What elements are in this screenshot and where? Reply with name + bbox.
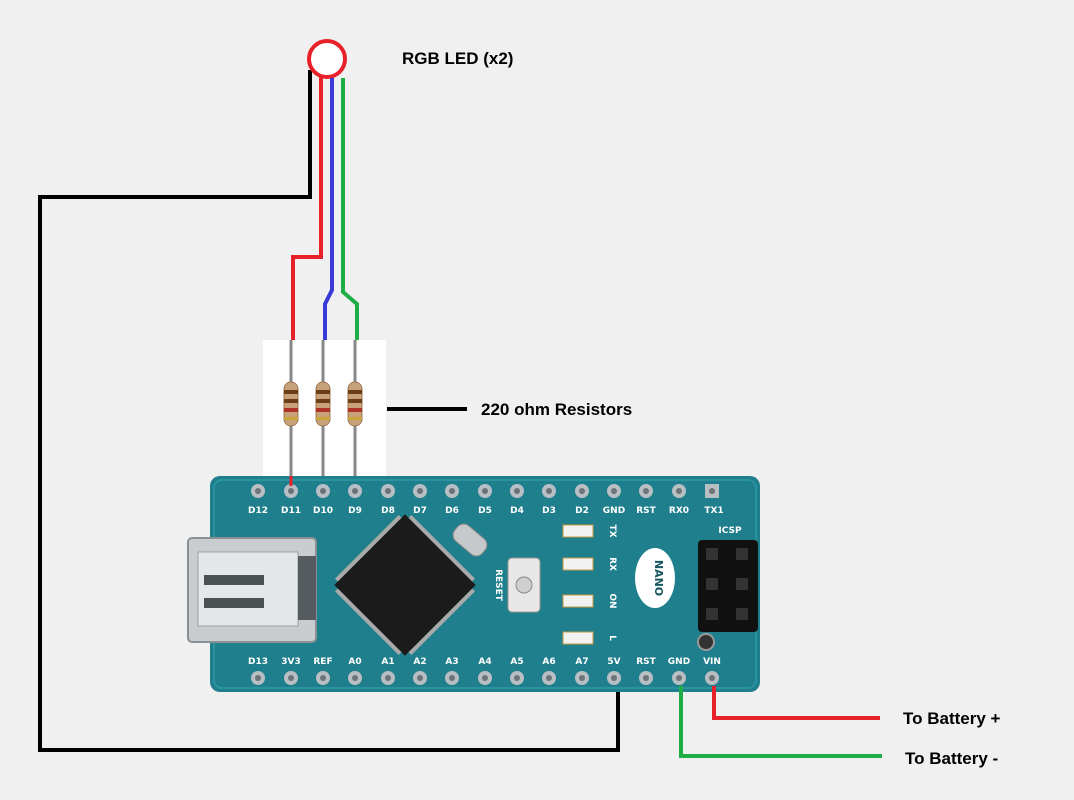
pin-label: D12 [248,506,268,516]
icsp-header [698,540,758,632]
crystal [452,523,488,557]
nano-badge [635,548,675,608]
green-lead [341,78,359,340]
led-label: ON [607,593,617,608]
pin-label: D4 [510,506,524,516]
resistor-array [283,340,363,476]
battery-minus-wire [679,686,882,758]
blue-lead [323,78,334,340]
pin-label: D5 [478,506,492,516]
red-lead [291,77,323,340]
pin-label: D13 [248,657,268,667]
mounting-hole [697,633,715,651]
bottom-pin-holes [251,671,719,685]
pin-label: GND [603,506,625,516]
pin-label: A2 [413,657,426,667]
pin-label: RST [636,657,656,667]
black-wire [38,70,620,752]
pin-label: A1 [381,657,394,667]
pin-label: VIN [703,657,721,667]
pin-label: D9 [348,506,362,516]
top-pin-labels: D12 D11 D10 D9 D8 D7 D6 D5 D4 D3 D2 GND … [248,506,724,516]
resistor-label-text: 220 ohm Resistors [481,400,632,419]
nano-label: NANO [652,560,665,596]
led-label-text: RGB LED (x2) [402,49,513,68]
battery-plus-wire [712,686,880,720]
mcu-chip [334,514,476,656]
pin-label: 5V [607,657,620,667]
battery-plus-label: To Battery + [903,709,1001,728]
status-leds: TX RX ON L [562,524,617,645]
pin-label: A7 [575,657,588,667]
bottom-pin-labels: D13 3V3 REF A0 A1 A2 A3 A4 A5 A6 A7 5V R… [248,657,721,667]
pin-label: A4 [478,657,491,667]
pin-label: RST [636,506,656,516]
pin-label: GND [668,657,690,667]
pin-label: 3V3 [281,657,301,667]
top-pin-holes [251,484,719,498]
reset-label: RESET [493,569,503,602]
pin-label: D6 [445,506,459,516]
pin-label: RX0 [669,506,689,516]
icsp-label: ICSP [718,526,742,536]
led-label: RX [607,557,617,571]
pin-label: REF [313,657,332,667]
resistor-2 [315,340,331,476]
pin-label: D10 [313,506,333,516]
usb-connector [187,537,317,643]
resistor-3 [347,340,363,476]
pin-label: TX1 [704,506,723,516]
pin-label: A0 [348,657,361,667]
led-label: TX [607,524,617,537]
resistor-1 [283,340,299,476]
pin-label: D3 [542,506,556,516]
led-label: L [607,635,617,641]
rgb-led [307,39,347,79]
battery-minus-label: To Battery - [905,749,998,768]
arduino-nano-board: D12 D11 D10 D9 D8 D7 D6 D5 D4 D3 D2 GND … [187,476,760,692]
pin-label: D2 [575,506,589,516]
pin-label: D8 [381,506,395,516]
pin-label: A6 [542,657,555,667]
pin-label: D7 [413,506,427,516]
pin-label: A3 [445,657,458,667]
pin-label: D11 [281,506,301,516]
pin-label: A5 [510,657,523,667]
